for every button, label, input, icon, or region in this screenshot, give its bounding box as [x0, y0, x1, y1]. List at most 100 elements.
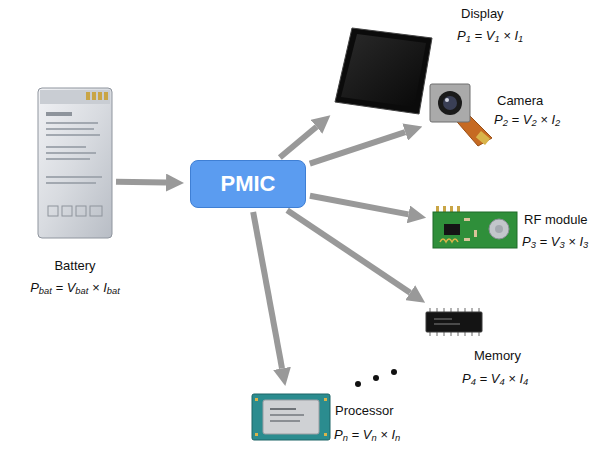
battery-print — [46, 122, 98, 124]
power-formula: P3 = V3 × I3 — [522, 234, 588, 250]
battery-body — [38, 88, 112, 238]
rf-resistor — [474, 230, 477, 237]
battery-icon — [48, 206, 58, 216]
subscript: 3 — [531, 240, 536, 250]
battery-print — [46, 176, 102, 178]
power-arrow — [280, 127, 317, 158]
processor-print — [270, 414, 304, 416]
power-arrow — [287, 210, 410, 292]
processor-pad — [255, 398, 258, 401]
rf-module-image: RF moduleP3 = V3 × I3 — [432, 204, 518, 250]
processor-image: ProcessorPn = Vn × In — [250, 392, 332, 442]
battery-print — [46, 134, 100, 136]
component-label: Processor — [335, 403, 394, 419]
battery-print — [46, 152, 96, 154]
battery-contact — [98, 92, 102, 100]
subscript: 1 — [518, 34, 523, 44]
battery-icon — [76, 206, 86, 216]
power-formula: Pbat = Vbat × Ibat — [30, 280, 120, 296]
battery-image: BatteryPbat = Vbat × Ibat — [38, 88, 112, 238]
rf-module-illustration — [433, 206, 517, 248]
display-frame — [335, 28, 432, 114]
rf-resistor — [464, 238, 470, 241]
ellipsis-dot — [391, 369, 397, 375]
subscript: 2 — [503, 118, 508, 128]
power-formula: P4 = V4 × I4 — [462, 371, 528, 387]
component-label: RF module — [524, 212, 588, 228]
camera-connector — [476, 131, 490, 145]
power-arrow — [310, 132, 405, 164]
camera-lens — [438, 91, 462, 115]
component-label: Camera — [497, 93, 543, 109]
battery-print — [46, 128, 94, 130]
battery-print — [46, 158, 90, 160]
subscript: bat — [75, 286, 88, 296]
subscript: 4 — [523, 377, 528, 387]
power-arrow — [310, 196, 408, 215]
ellipsis-dot — [355, 381, 361, 387]
power-formula: Pn = Vn × In — [334, 427, 400, 443]
component-label: Memory — [474, 348, 521, 364]
rf-chip — [444, 224, 460, 235]
power-formula: P2 = V2 × I2 — [494, 112, 560, 128]
processor-substrate — [252, 394, 330, 440]
subscript: 4 — [499, 377, 504, 387]
display-image: DisplayP1 = V1 × I1 — [335, 28, 432, 114]
display-illustration — [335, 28, 432, 114]
battery-illustration — [38, 88, 112, 238]
subscript: 3 — [559, 240, 564, 250]
ellipsis-dots — [355, 369, 397, 387]
battery-print — [46, 182, 96, 184]
power-formula: P1 = V1 × I1 — [457, 28, 523, 44]
subscript: bat — [39, 286, 52, 296]
component-label: Battery — [54, 258, 95, 274]
component-label: Display — [461, 6, 504, 22]
component-label: PMIC — [221, 171, 276, 197]
rf-crystal — [495, 225, 503, 233]
camera-image: CameraP2 = V2 × I2 — [428, 82, 492, 146]
camera-module — [430, 84, 470, 122]
subscript: 2 — [531, 118, 536, 128]
subscript: n — [395, 433, 400, 443]
subscript: n — [371, 433, 376, 443]
subscript: 1 — [466, 34, 471, 44]
processor-print — [270, 420, 300, 422]
processor-print — [270, 408, 296, 410]
power-arrow — [253, 212, 282, 368]
subscript: 3 — [583, 240, 588, 250]
subscript: 2 — [555, 118, 560, 128]
processor-pad — [324, 398, 327, 401]
subscript: n — [343, 433, 348, 443]
memory-print — [434, 318, 452, 320]
battery-contact — [104, 92, 108, 100]
memory-image: MemoryP4 = V4 × I4 — [424, 306, 484, 338]
processor-pad — [324, 433, 327, 436]
camera-illustration — [430, 84, 492, 146]
rf-board — [433, 212, 517, 248]
subscript: 1 — [494, 34, 499, 44]
display-screen — [341, 34, 426, 107]
processor-heat-spreader — [263, 400, 319, 434]
processor-pad — [255, 433, 258, 436]
battery-print — [46, 146, 86, 148]
memory-illustration — [426, 308, 482, 336]
camera-lens-glint — [445, 98, 449, 102]
pmic-box: PMIC — [190, 160, 306, 208]
battery-icon — [90, 206, 102, 216]
processor-illustration — [252, 394, 330, 440]
subscript: 4 — [471, 377, 476, 387]
rf-resistor — [464, 218, 470, 221]
memory-chip — [426, 312, 482, 332]
rf-crystal — [489, 219, 509, 239]
battery-contact — [86, 92, 90, 100]
battery-contact — [92, 92, 96, 100]
ellipsis-dot — [373, 375, 379, 381]
rf-coil — [440, 239, 458, 242]
memory-print — [434, 323, 460, 325]
battery-icon — [62, 206, 72, 216]
camera-lens — [443, 96, 457, 110]
battery-print — [46, 112, 72, 116]
subscript: bat — [107, 286, 120, 296]
